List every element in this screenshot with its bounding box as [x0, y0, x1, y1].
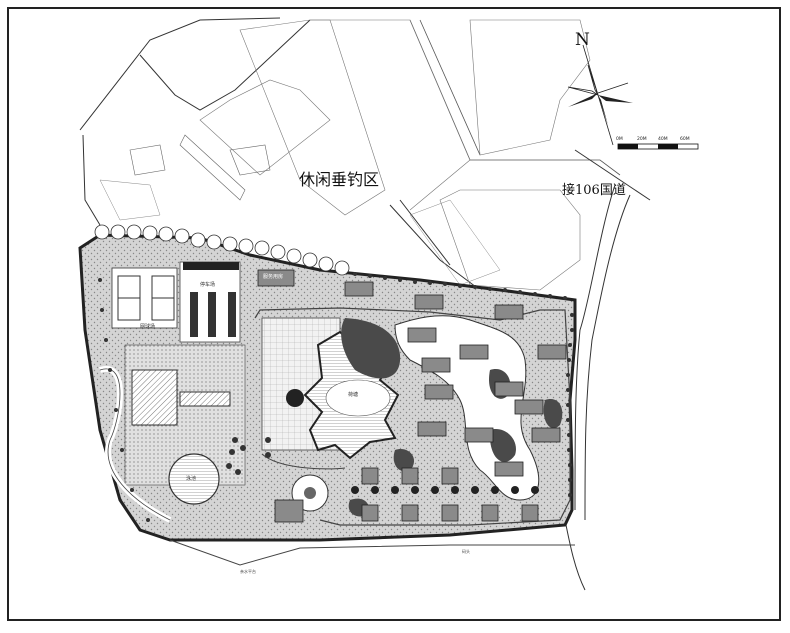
waterfront-edge — [169, 539, 575, 566]
resort-area-border — [254, 307, 571, 526]
scale-bar-icon — [617, 143, 699, 150]
lake-label: 荷塘 — [348, 392, 359, 398]
parking-lot — [179, 261, 241, 343]
deck-label: 亲水平台 — [240, 569, 256, 574]
hatched-pavilion — [131, 369, 178, 426]
dock-label: 码头 — [462, 549, 470, 554]
villas — [257, 269, 567, 523]
scale-tick-2: 40M — [658, 137, 668, 142]
scale-tick-1: 20M — [637, 137, 647, 142]
parking-label: 停车场 — [200, 282, 216, 288]
scale-tick-3: 60M — [680, 137, 690, 142]
boardwalk — [179, 391, 231, 407]
tree-row-north — [94, 224, 350, 276]
service-building-label: 服务用房 — [263, 274, 284, 280]
tennis-courts — [111, 267, 178, 329]
tree-row-east — [98, 272, 574, 522]
plaza-arc — [261, 453, 346, 470]
road-label: 接106国道 — [562, 183, 626, 198]
tree-row-south — [351, 486, 539, 494]
courts-label: 网球场 — [140, 324, 156, 330]
north-arrow-icon — [567, 44, 633, 146]
fishing-area-label: 休闲垂钓区 — [299, 170, 380, 189]
pool-label: 泳池 — [186, 476, 197, 482]
scale-tick-0: 0M — [616, 137, 623, 142]
north-label: N — [575, 30, 590, 50]
plaza-fountain — [286, 389, 304, 407]
fishing-area-plots — [79, 17, 621, 291]
access-road — [564, 149, 651, 591]
pool-round — [168, 453, 220, 505]
